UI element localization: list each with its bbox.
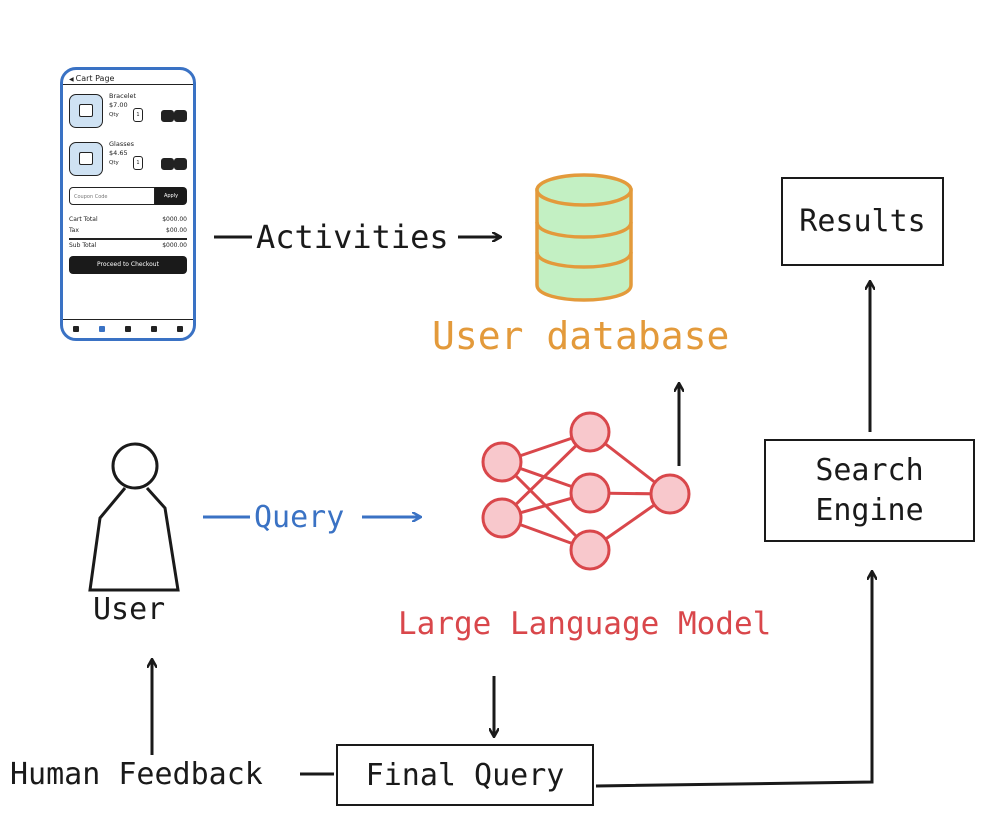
neural-network-icon <box>481 411 691 571</box>
phone-header-divider <box>63 84 193 85</box>
human-feedback-label: Human Feedback <box>10 757 263 792</box>
cart-total-row: Cart Total $000.00 <box>69 216 187 223</box>
totals-divider <box>69 238 187 240</box>
database-icon <box>535 173 633 302</box>
delete-icon[interactable] <box>174 158 187 170</box>
cart-item-price: $4.65 <box>109 149 128 157</box>
product-image-icon <box>69 142 103 176</box>
search-engine-label-line2: Engine <box>815 492 924 528</box>
cart-item: Glasses $4.65 Qty 1 <box>69 138 187 180</box>
query-label: Query <box>254 500 345 535</box>
search-engine-box: Search Engine <box>764 439 975 542</box>
nav-profile-icon[interactable] <box>177 326 183 332</box>
cart-item-name: Glasses <box>109 140 134 148</box>
favorite-icon[interactable] <box>161 110 174 122</box>
results-label: Results <box>799 204 926 239</box>
cart-page-phone: Cart Page Bracelet $7.00 Qty 1 Glasses $… <box>60 67 196 341</box>
cart-item-qty-label: Qty <box>109 112 119 118</box>
results-box: Results <box>781 177 944 266</box>
quantity-stepper[interactable]: 1 <box>133 156 143 170</box>
llm-label: Large Language Model <box>398 606 772 642</box>
product-image-icon <box>69 94 103 128</box>
coupon-input[interactable]: Coupon Code <box>69 187 155 205</box>
user-database-label: User database <box>432 314 730 358</box>
subtotal-row: Sub Total $000.00 <box>69 242 187 249</box>
final-query-label: Final Query <box>365 757 565 793</box>
activities-label: Activities <box>256 218 449 256</box>
cart-item-name: Bracelet <box>109 92 137 100</box>
quantity-stepper[interactable]: 1 <box>133 108 143 122</box>
user-label: User <box>93 592 166 627</box>
tax-value: $00.00 <box>166 227 187 234</box>
search-engine-label-line1: Search <box>815 452 924 488</box>
cart-item: Bracelet $7.00 Qty 1 <box>69 90 187 132</box>
subtotal-label: Sub Total <box>69 242 97 249</box>
cart-item-price: $7.00 <box>109 101 128 109</box>
nav-categories-icon[interactable] <box>99 326 105 332</box>
cart-total-label: Cart Total <box>69 216 98 223</box>
phone-header: Cart Page <box>69 74 115 83</box>
cart-total-value: $000.00 <box>162 216 187 223</box>
nav-cart-icon[interactable] <box>125 326 131 332</box>
final-query-to-search-arrow <box>595 572 872 788</box>
checkout-button[interactable]: Proceed to Checkout <box>69 256 187 274</box>
subtotal-value: $000.00 <box>162 242 187 249</box>
apply-coupon-button[interactable]: Apply <box>155 187 187 205</box>
final-query-box: Final Query <box>336 744 594 806</box>
user-icon <box>88 442 180 592</box>
cart-item-qty-label: Qty <box>109 160 119 166</box>
delete-icon[interactable] <box>174 110 187 122</box>
nav-home-icon[interactable] <box>73 326 79 332</box>
favorite-icon[interactable] <box>161 158 174 170</box>
tax-label: Tax <box>69 227 79 234</box>
phone-bottom-nav <box>63 319 193 338</box>
nav-wishlist-icon[interactable] <box>151 326 157 332</box>
tax-row: Tax $00.00 <box>69 227 187 234</box>
